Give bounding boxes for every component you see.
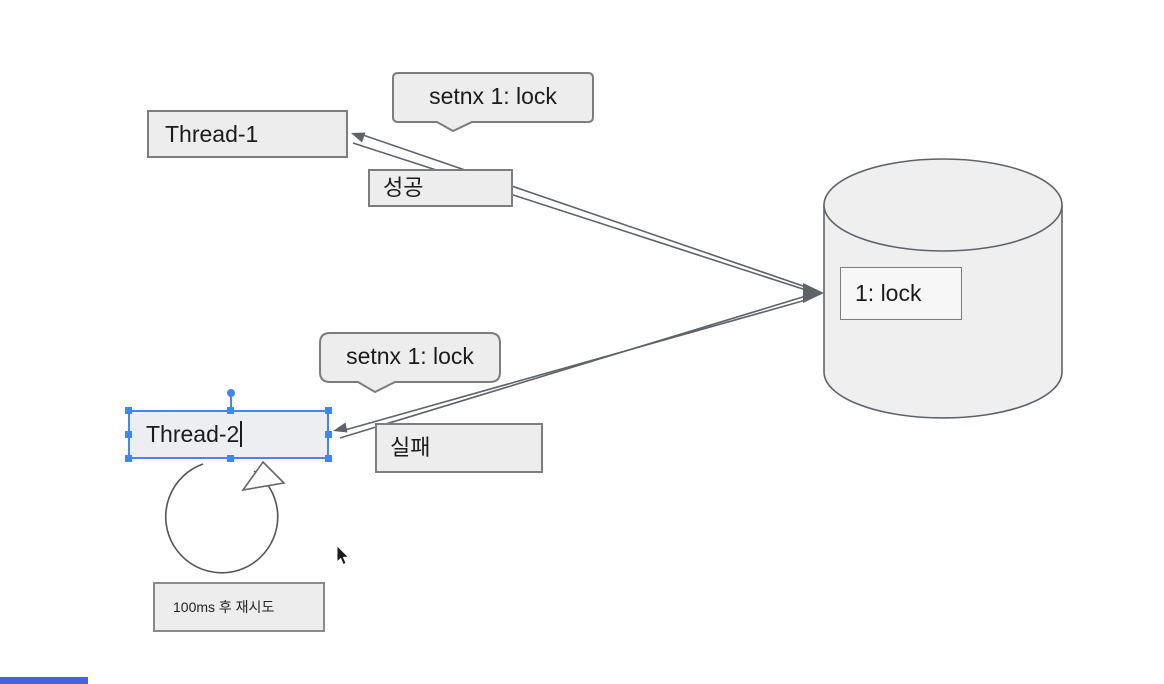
text-cursor	[240, 421, 243, 447]
success-box[interactable]: 성공	[368, 169, 513, 207]
callout-bubble-top[interactable]	[392, 72, 594, 133]
retry-note-label: 100ms 후 재시도	[173, 599, 275, 615]
resize-handle-nw[interactable]	[125, 407, 132, 414]
arrow-thread1-to-db[interactable]	[352, 142, 807, 291]
resize-handle-n[interactable]	[227, 407, 234, 414]
retry-loop-arrow[interactable]	[164, 460, 286, 574]
arrow-thread2-to-db[interactable]	[339, 295, 807, 439]
callout-bottom-label: setnx 1: lock	[346, 343, 474, 369]
thread1-box[interactable]: Thread-1	[147, 110, 348, 158]
thread1-label: Thread-1	[165, 121, 259, 147]
db-value-label: 1: lock	[855, 280, 922, 306]
mouse-cursor	[336, 544, 350, 566]
failure-label: 실패	[390, 435, 431, 460]
success-label: 성공	[383, 175, 424, 200]
retry-note-box[interactable]: 100ms 후 재시도	[153, 582, 325, 632]
callout-top-label: setnx 1: lock	[429, 83, 557, 109]
connector-lines[interactable]	[339, 133, 807, 439]
resize-handle-s[interactable]	[227, 455, 234, 462]
thread2-box-selected[interactable]: Thread-2	[125, 389, 332, 462]
arrowhead-into-thread2	[333, 422, 348, 433]
rotation-handle-line	[230, 396, 232, 408]
video-progress-bar[interactable]	[0, 677, 88, 684]
resize-handle-w[interactable]	[125, 431, 132, 438]
callout-bubble-bottom[interactable]	[319, 332, 501, 394]
rotation-handle[interactable]	[227, 389, 235, 397]
arrowhead-into-db	[803, 283, 824, 303]
arrow-db-to-thread1[interactable]	[359, 133, 807, 288]
arrowhead-into-thread1	[351, 132, 366, 143]
resize-handle-sw[interactable]	[125, 455, 132, 462]
resize-handle-e[interactable]	[325, 431, 332, 438]
resize-handle-se[interactable]	[325, 455, 332, 462]
failure-box[interactable]: 실패	[375, 423, 543, 473]
arrow-db-to-thread2[interactable]	[344, 299, 807, 431]
db-value-box[interactable]: 1: lock	[840, 267, 962, 320]
thread2-label: Thread-2	[146, 421, 240, 447]
resize-handle-ne[interactable]	[325, 407, 332, 414]
